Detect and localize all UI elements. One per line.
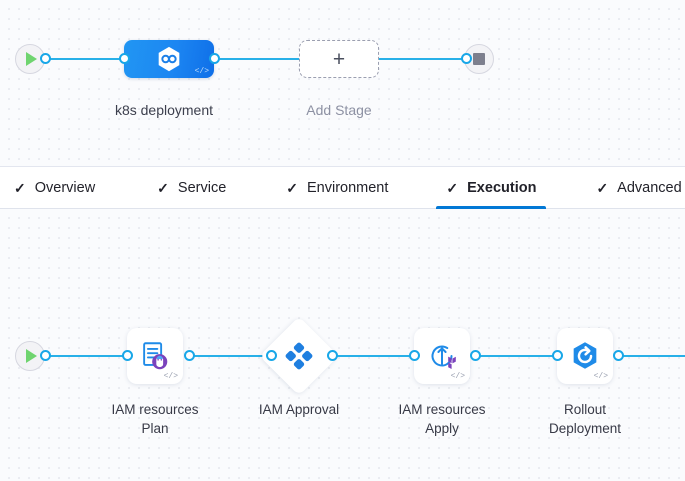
- code-glyph: </>: [450, 372, 465, 381]
- connector-add-to-end: [378, 58, 470, 60]
- step-label-iam-resources-apply: IAM resources Apply: [398, 402, 486, 436]
- step-node-rollout-deployment[interactable]: </>: [557, 328, 613, 384]
- tab-label: Environment: [307, 179, 389, 196]
- add-stage-button[interactable]: +: [299, 40, 379, 78]
- code-glyph: </>: [593, 372, 608, 381]
- connector-dot-approval-out[interactable]: [327, 350, 338, 361]
- plus-icon: +: [332, 47, 346, 71]
- tab-execution[interactable]: ✓ Execution: [428, 166, 554, 209]
- terraform-apply-icon: [431, 345, 456, 369]
- tab-label: Execution: [467, 179, 537, 196]
- connector-stage-to-add: [214, 58, 304, 60]
- tab-overview[interactable]: ✓ Overview: [0, 166, 113, 209]
- stage-label-k8s-deployment: k8s deployment: [114, 102, 214, 118]
- terraform-plan-icon: [143, 342, 168, 370]
- kubernetes-deployment-icon: [158, 46, 180, 72]
- kubernetes-rollout-icon: [573, 342, 597, 369]
- tab-advanced[interactable]: ✓ Advanced: [578, 166, 685, 209]
- connector-dot-stage-in[interactable]: [119, 53, 130, 64]
- tab-label: Advanced: [617, 179, 682, 196]
- play-icon: [26, 349, 37, 363]
- connector-dot-end[interactable]: [461, 53, 472, 64]
- stage-config-tabs[interactable]: ✓ Overview ✓ Service ✓ Environment ✓ Exe…: [0, 166, 685, 209]
- tab-service[interactable]: ✓ Service: [139, 166, 244, 209]
- connector-rollout-to-next: [618, 355, 685, 357]
- connector-dot-apply-out[interactable]: [470, 350, 481, 361]
- connector-dot-approval-in[interactable]: [266, 350, 277, 361]
- step-label-iam-resources-plan: IAM resources Plan: [111, 402, 199, 436]
- connector-approval-to-apply: [332, 355, 414, 357]
- connector-dot-start[interactable]: [40, 53, 51, 64]
- connector-dot-exec-start[interactable]: [40, 350, 51, 361]
- step-label-iam-approval: IAM Approval: [258, 402, 340, 417]
- play-icon: [26, 52, 37, 66]
- tab-environment[interactable]: ✓ Environment: [268, 166, 406, 209]
- check-icon: ✓: [157, 179, 169, 196]
- check-icon: ✓: [596, 179, 609, 196]
- check-icon: ✓: [446, 179, 459, 196]
- check-icon: ✓: [14, 179, 26, 196]
- connector-dot-plan-out[interactable]: [184, 350, 195, 361]
- step-label-rollout-deployment: Rollout Deployment: [548, 402, 622, 436]
- stage-node-k8s-deployment[interactable]: </>: [124, 40, 214, 78]
- tab-label: Service: [177, 179, 227, 196]
- stage-canvas[interactable]: </> k8s deployment + Add Stage: [0, 0, 685, 166]
- code-glyph: </>: [194, 67, 209, 76]
- add-stage-label: Add Stage: [306, 102, 372, 118]
- tab-label: Overview: [34, 179, 96, 196]
- code-glyph: </>: [163, 372, 178, 381]
- connector-start-to-stage: [43, 58, 129, 60]
- connector-dot-stage-out[interactable]: [209, 53, 220, 64]
- execution-canvas[interactable]: </> IAM resources Plan IAM Approval: [0, 209, 685, 481]
- connector-plan-to-approval: [189, 355, 271, 357]
- connector-dot-rollout-in[interactable]: [552, 350, 563, 361]
- connector-dot-apply-in[interactable]: [409, 350, 420, 361]
- check-icon: ✓: [286, 179, 298, 196]
- connector-start-to-plan: [43, 355, 133, 357]
- connector-dot-plan-in[interactable]: [122, 350, 133, 361]
- step-node-iam-resources-apply[interactable]: </>: [414, 328, 470, 384]
- connector-dot-rollout-out[interactable]: [613, 350, 624, 361]
- step-node-iam-resources-plan[interactable]: </>: [127, 328, 183, 384]
- stop-icon: [473, 53, 485, 65]
- pipeline-end-node[interactable]: [464, 44, 494, 74]
- connector-apply-to-rollout: [475, 355, 557, 357]
